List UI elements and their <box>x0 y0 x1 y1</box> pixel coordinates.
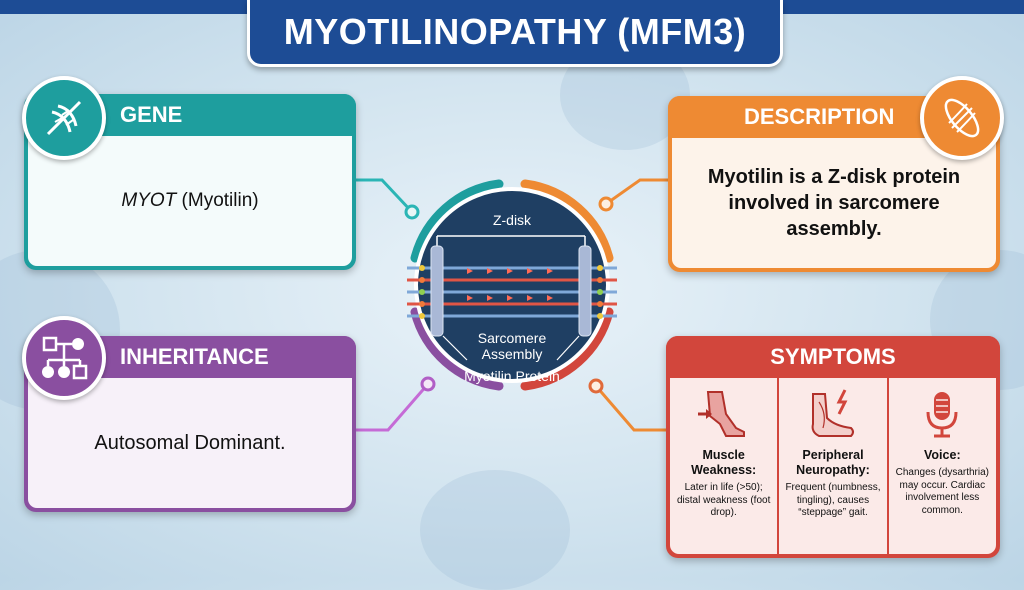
gene-value: MYOT (Myotilin) <box>121 190 258 212</box>
symptom-1-text: Later in life (>50); distal weakness (fo… <box>676 482 771 518</box>
symptom-1-title: Muscle Weakness: <box>691 448 757 477</box>
symptoms-connector-dot <box>588 378 604 394</box>
description-heading: DESCRIPTION <box>744 104 895 129</box>
pedigree-icon <box>22 316 106 400</box>
symptom-2-text: Frequent (numbness, tingling), causes “s… <box>785 482 881 518</box>
gene-heading: GENE <box>120 102 183 127</box>
symptoms-connector <box>594 385 666 432</box>
assembly-label: Assembly <box>481 346 543 362</box>
symptom-2-title: Peripheral Neuropathy: <box>796 448 870 477</box>
muscle-fiber-icon <box>920 76 1004 160</box>
gene-symbol: MYOT <box>121 190 177 211</box>
symptoms-card: SYMPTOMS Muscle Weakness: Later in life … <box>666 336 1000 558</box>
inheritance-value: Autosomal Dominant. <box>94 431 286 454</box>
inheritance-connector-dot <box>420 376 436 392</box>
symptom-muscle-weakness: Muscle Weakness: Later in life (>50); di… <box>670 378 780 554</box>
symptoms-heading: SYMPTOMS <box>770 344 896 369</box>
gene-card-body: MYOT (Myotilin) <box>28 136 352 266</box>
title-banner: MYOTILINOPATHY (MFM3) <box>247 0 783 67</box>
inheritance-connector <box>356 383 430 432</box>
gene-connector <box>356 178 414 214</box>
description-text: Myotilin is a Z-disk protein involved in… <box>707 166 961 240</box>
myotilin-protein-label: Myotilin Protein <box>464 368 560 384</box>
description-card: DESCRIPTION Myotilin is a Z-disk protein… <box>668 96 1000 272</box>
page-title: MYOTILINOPATHY (MFM3) <box>283 11 747 52</box>
zdisk-label: Z-disk <box>492 212 532 228</box>
symptom-peripheral-neuropathy: Peripheral Neuropathy: Frequent (numbnes… <box>779 378 889 554</box>
symptom-3-title: Voice: <box>924 448 961 462</box>
inheritance-heading: INHERITANCE <box>120 344 269 369</box>
description-connector <box>605 178 668 206</box>
symptoms-card-body: Muscle Weakness: Later in life (>50); di… <box>670 378 996 554</box>
gene-connector-dot <box>404 204 420 220</box>
description-card-body: Myotilin is a Z-disk protein involved in… <box>672 138 996 268</box>
sarcomere-diagram: Z-disk Sarcomere Assembly Myotilin Prote… <box>387 160 637 410</box>
dna-icon <box>22 76 106 160</box>
description-connector-dot <box>598 196 614 212</box>
inheritance-card-body: Autosomal Dominant. <box>28 378 352 508</box>
symptom-voice: Voice: Changes (dysarthria) may occur. C… <box>889 378 996 554</box>
sarcomere-label: Sarcomere <box>477 330 547 346</box>
symptoms-card-header: SYMPTOMS <box>666 336 1000 378</box>
leg-icon <box>697 391 745 437</box>
sarcomere-graphic <box>407 179 617 391</box>
microphone-icon <box>926 392 958 438</box>
symptom-3-text: Changes (dysarthria) may occur. Cardiac … <box>895 467 989 516</box>
gene-name: (Myotilin) <box>176 190 259 211</box>
background-cell <box>420 470 570 590</box>
foot-nerve-icon <box>811 389 854 437</box>
